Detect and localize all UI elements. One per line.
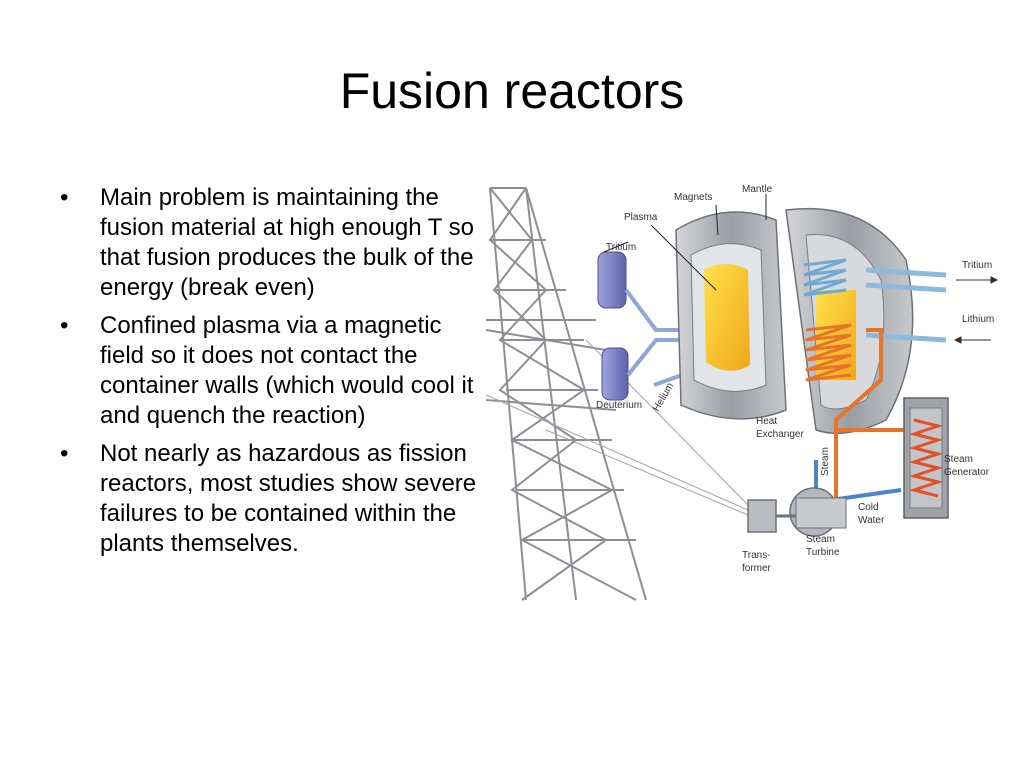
steam-pipe <box>834 328 906 500</box>
plasma-core <box>704 264 750 371</box>
bullet-text: Not nearly as hazardous as fission react… <box>100 440 477 557</box>
deuterium-tank <box>601 347 629 401</box>
bullet-item: • Main problem is maintaining the fusion … <box>58 183 478 303</box>
label-plasma: Plasma <box>624 212 658 223</box>
label-cold: Cold <box>858 502 879 513</box>
label-exchanger: Exchanger <box>756 429 804 440</box>
slide-title: Fusion reactors <box>339 63 685 119</box>
label-deuterium: Deuterium <box>596 400 642 411</box>
label-lithium: Lithium <box>962 314 994 325</box>
label-transformer-1: Trans- <box>742 550 771 561</box>
reactor-torus-right <box>785 207 914 435</box>
bullet-dot-icon: • <box>60 440 69 467</box>
transformer <box>747 499 796 533</box>
label-heat: Heat <box>756 416 777 427</box>
power-pylon <box>486 187 647 601</box>
reactor-torus-left <box>675 211 787 420</box>
steam-generator <box>903 397 949 519</box>
label-water: Water <box>858 515 885 526</box>
label-magnets: Magnets <box>674 192 712 203</box>
flow-arrows <box>953 276 999 344</box>
label-transformer-2: former <box>742 563 772 574</box>
label-steam-turbine-2: Turbine <box>806 547 840 558</box>
label-steam-pipe: Steam <box>820 447 831 476</box>
bullet-item: • Confined plasma via a magnetic field so… <box>58 311 478 431</box>
bullet-list: • Main problem is maintaining the fusion … <box>58 183 478 567</box>
bullet-dot-icon: • <box>60 312 69 339</box>
bullet-dot-icon: • <box>60 184 69 211</box>
heat-exchanger-coils <box>803 258 852 382</box>
steam-turbine <box>789 487 847 537</box>
bullet-item: • Not nearly as hazardous as fission reac… <box>58 439 478 559</box>
bullet-text: Confined plasma via a magnetic field so … <box>100 312 474 429</box>
bullet-text: Main problem is maintaining the fusion m… <box>100 184 475 301</box>
label-steam-generator-1: Steam <box>944 454 973 465</box>
tritium-tank <box>597 251 627 309</box>
label-tritium-right: Tritium <box>962 260 992 271</box>
label-steam-turbine-1: Steam <box>806 534 835 545</box>
fusion-plant-diagram: Magnets Mantle Plasma Tritium Tritium Li… <box>486 184 999 601</box>
label-tritium-left: Tritium <box>606 242 636 253</box>
label-leaders <box>603 194 767 291</box>
label-steam-generator-2: Generator <box>944 467 990 478</box>
label-mantle: Mantle <box>742 184 772 195</box>
